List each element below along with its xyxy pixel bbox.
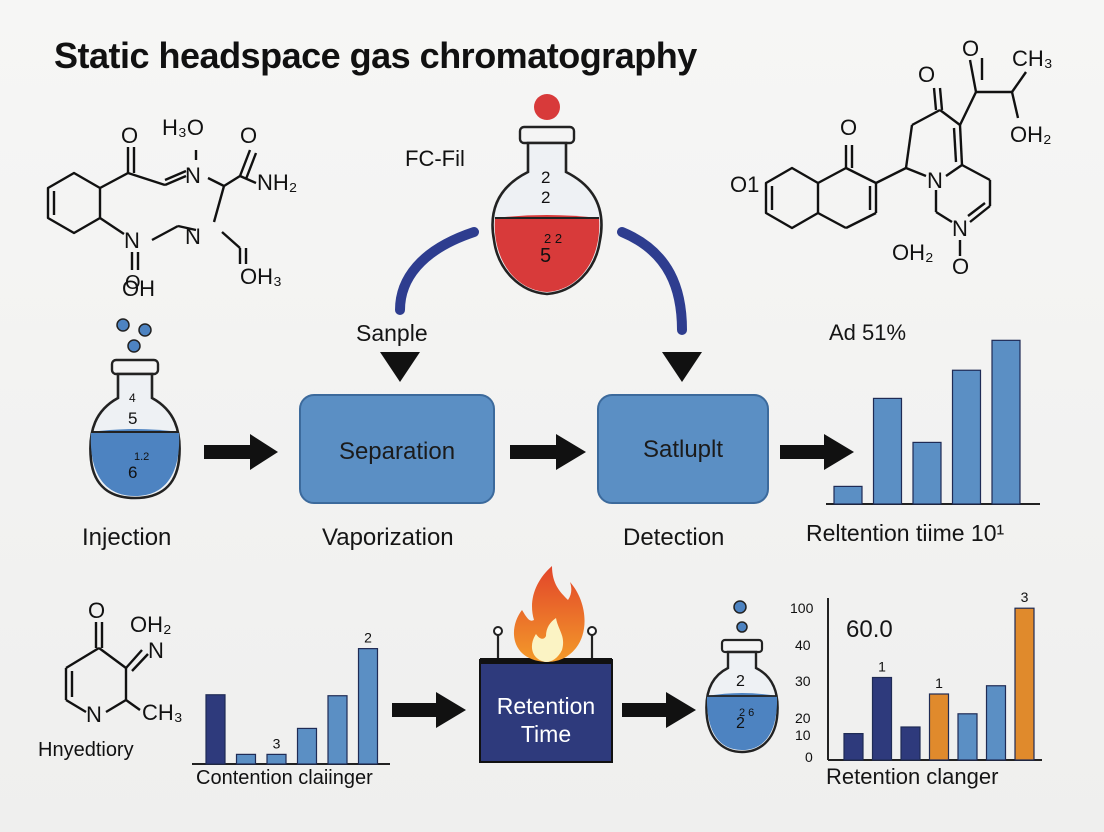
n-lower-label: N xyxy=(952,216,968,241)
ytick-100: 100 xyxy=(790,600,814,616)
n1-label: N xyxy=(185,163,201,188)
oh3-label: OH₃ xyxy=(240,264,282,289)
o-n-label: O xyxy=(125,272,141,294)
flask-top-digit: 5 xyxy=(540,245,552,267)
chart-2-bar-1 xyxy=(871,676,893,761)
ytick-10: 10 xyxy=(795,727,811,743)
chart-br-annotation: 60.0 xyxy=(846,616,893,643)
n3-label: N xyxy=(185,224,201,249)
flask-left-d4: 6 xyxy=(128,463,138,482)
flask-top xyxy=(491,94,603,296)
red-bead-icon xyxy=(534,94,560,120)
n-ring-label-bl: N xyxy=(86,702,102,727)
n-ring-label: N xyxy=(927,168,943,193)
ytick-30: 30 xyxy=(795,673,811,689)
second-node xyxy=(597,394,769,504)
flame-icon xyxy=(513,566,585,662)
retention-heater xyxy=(479,566,613,763)
chart-2-bar-5 xyxy=(985,685,1007,761)
o-ring-label: O xyxy=(121,123,139,148)
chart-1-bar-1 xyxy=(235,753,257,765)
o-lower-label: O xyxy=(952,254,970,279)
ytick-40: 40 xyxy=(795,637,811,653)
chart-2-bar-label-3: 1 xyxy=(935,675,943,691)
chart-bl-xlabel: Contention claiinger xyxy=(196,767,373,789)
chart-top-annotation: Ad 51% xyxy=(829,320,907,345)
chart-1-bar-label-2: 3 xyxy=(273,735,281,751)
flask-top-digits-upper: 2 2 xyxy=(541,168,551,207)
chart-2-bar-6 xyxy=(1014,607,1035,761)
nh2-label: NH₂ xyxy=(257,170,298,195)
o1-label: O1 xyxy=(730,172,760,197)
chart-retention-time xyxy=(826,339,1040,505)
curve-arrow-left xyxy=(395,227,479,315)
chart-1-bar-0 xyxy=(205,694,226,765)
chart-2-bar-3 xyxy=(928,693,950,761)
chart-2-bar-label-6: 3 xyxy=(1021,589,1029,605)
n2-label: N xyxy=(124,228,140,253)
ytick-20: 20 xyxy=(795,710,811,726)
chart-2-bar-2 xyxy=(900,726,921,761)
flask-small-d3: 2 xyxy=(736,715,745,732)
chart-retention-clanger: 1 1 3 xyxy=(827,589,1042,761)
flask-left-d1: 4 xyxy=(129,391,136,405)
flask-small xyxy=(705,600,779,754)
chart-0-bar-4 xyxy=(991,339,1021,505)
chart-br-xlabel: Retention clanger xyxy=(826,764,999,789)
chart-1-bar-3 xyxy=(296,727,318,765)
n-imine-label: N xyxy=(148,638,164,663)
chart-1-bar-4 xyxy=(327,695,348,765)
injection-label: Injection xyxy=(82,524,172,551)
chart-1-bar-label-5: 2 xyxy=(364,630,372,646)
o-label-bl: O xyxy=(88,598,106,623)
chart-0-bar-1 xyxy=(872,397,903,505)
flask-left xyxy=(89,318,181,500)
chart-0-bar-0 xyxy=(833,485,863,505)
curve-arrow-right xyxy=(617,227,687,335)
chart-1-bar-2 xyxy=(266,753,287,765)
oh-label: OH xyxy=(122,276,155,301)
flow-arrows xyxy=(204,434,854,728)
o-acyl-label: O xyxy=(962,36,980,61)
chart-0-bar-3 xyxy=(951,369,982,505)
separation-node xyxy=(299,394,495,504)
molecule-top-left xyxy=(46,147,258,270)
chart-1-bar-5 xyxy=(357,648,379,765)
flask-top-digits-small: 2 2 xyxy=(544,231,563,246)
second-node-label: Satluplt xyxy=(642,436,724,463)
chart-2-bar-label-1: 1 xyxy=(878,659,886,675)
molecule-top-right xyxy=(764,58,1027,256)
chart-2-bar-0 xyxy=(843,732,864,761)
flask-left-d2: 5 xyxy=(128,409,138,428)
flask-left-d3: 1.2 xyxy=(134,451,150,463)
ch3-label-bl: CH₃ xyxy=(142,700,183,725)
oh2-top-label: OH₂ xyxy=(1010,122,1052,147)
o-ketone2-label: O xyxy=(918,62,936,87)
chart-contention: 32 xyxy=(192,630,390,765)
chart-0-bar-2 xyxy=(912,441,942,505)
bubbles-icon xyxy=(116,318,152,353)
chart-top-xlabel: Reltention tiime 10¹ xyxy=(806,520,1005,546)
ch3-label: CH₃ xyxy=(1012,46,1053,71)
retention-time-label: Retention Time xyxy=(496,693,596,747)
fc-fil-label: FC-Fil xyxy=(405,146,465,171)
flask-small-d2: 2 6 xyxy=(739,707,755,719)
sample-label: Sanple xyxy=(356,320,428,346)
oh2-lower-label: OH₂ xyxy=(892,240,934,265)
o-amide-label: O xyxy=(240,123,258,148)
separation-label: Separation xyxy=(338,438,456,465)
oh2-label-bl: OH₂ xyxy=(130,612,172,637)
h3o-label: H₃O xyxy=(162,115,204,140)
molecule-bottom-left xyxy=(64,622,149,714)
bottom-left-caption: Hnyedtiory xyxy=(38,739,134,761)
detection-label: Detection xyxy=(623,524,725,551)
flask-small-d1: 2 xyxy=(736,673,745,690)
o-ketone1-label: O xyxy=(840,115,858,140)
vaporization-label: Vaporization xyxy=(322,524,454,551)
chart-2-bar-4 xyxy=(957,713,978,761)
ytick-0: 0 xyxy=(805,749,813,765)
page-title: Static headspace gas chromatography xyxy=(54,35,697,76)
